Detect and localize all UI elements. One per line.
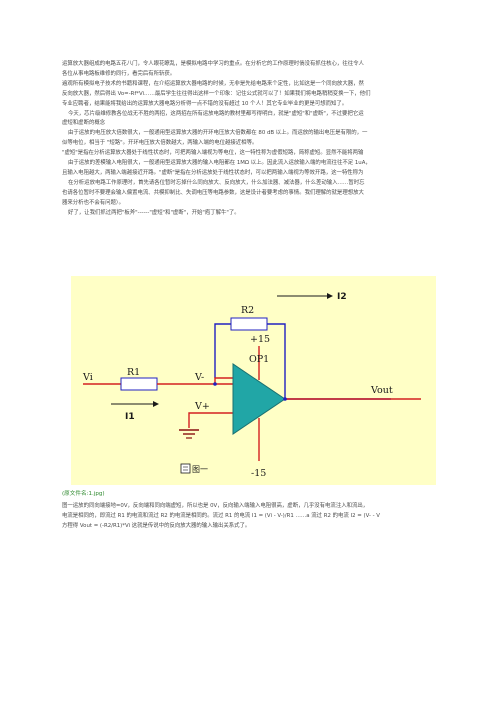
op1-label: OP1 bbox=[249, 354, 269, 365]
i2-arrowhead bbox=[327, 293, 333, 299]
article-line: 今天，芯片级维修教各位战无不胜的两招，这两招在所有运放电路的教材里都写得明白，就… bbox=[68, 110, 364, 117]
article-line: 虚短和虚断的概念 bbox=[62, 120, 106, 127]
analysis-line: 图一运放的同向端接地=0V，反向端和同向端虚短，所以也是 0V，反向输入端输入电… bbox=[62, 503, 369, 509]
vminus-label: V- bbox=[194, 372, 204, 383]
figure-caption: (原文件名:1.jpg) bbox=[62, 491, 105, 497]
article-line: 在分析运放电路工作原理时，首先请各位暂时忘掉什么同向放大、反向放大，什么加法器、… bbox=[68, 179, 365, 186]
minus15-label: -15 bbox=[251, 468, 266, 479]
analysis-line: 电流是相同的，即流过 R1 的电流和流过 R2 的电流是相同的。流过 R1 的电… bbox=[62, 512, 380, 519]
article-line: 好了，让我们抓过两把"板斧"------"虚短"和"虚断"，开始"庖丁解牛"了。 bbox=[68, 209, 240, 216]
article-line: 也请各位暂时不要理会输入偏置电流、共模抑制比、失调电压等电路参数，这是设计者要考… bbox=[62, 189, 364, 196]
article-line: 器来分析也不会有问题）。 bbox=[62, 199, 124, 206]
vout-label: Vout bbox=[370, 385, 393, 396]
figure-marker-box bbox=[180, 463, 191, 474]
article-line: 运算放大器组成的电路五花八门，令人眼花瞭乱，是模拟电路中学习的重点。在分析它的工… bbox=[62, 61, 364, 67]
i2-label: I2 bbox=[337, 292, 347, 302]
i1-arrowhead bbox=[153, 401, 159, 407]
article-line: 似等电位，相当于 "短路"。开环电压放大倍数越大，两输入端的电位越接近相等。 bbox=[62, 140, 258, 147]
article-line: 专业应聘者，结果能将我给出的运算放大器电路分析得一点不错的没有超过 10 个人！… bbox=[62, 100, 348, 107]
article-line: 且输入电阻越大，两输入端越接近开路。"虚断"是指在分析运放处于线性状态时，可以把… bbox=[62, 169, 364, 176]
noninverting-input-wire bbox=[188, 412, 233, 428]
article-line: 遍观所有模拟电子技术的书籍和课程，在介绍运算放大器电路的时候，无非是先给电路来个… bbox=[62, 80, 364, 87]
article-line: 由于运放的差模输入电阻很大，一般通用型运算放大器的输入电阻都在 1MΩ 以上。因… bbox=[68, 160, 371, 167]
r2-label: R2 bbox=[241, 305, 254, 316]
analysis-text: 图一运放的同向端接地=0V，反向端和同向端虚短，所以也是 0V，反向输入端输入电… bbox=[62, 502, 496, 532]
circuit-figure: R2 I2 +15 OP1 Vi R1 V- V+ Vout I1 -15 图一 bbox=[62, 276, 496, 486]
article-line: "虚短"是指在分析运算放大器处于线性状态时，可把两输入端视为等电位，这一特性称为… bbox=[62, 150, 364, 157]
article-text: 运算放大器组成的电路五花八门，令人眼花瞭乱，是模拟电路中学习的重点。在分析它的工… bbox=[62, 60, 496, 219]
opamp-triangle bbox=[232, 363, 286, 435]
analysis-line: 方程得 Vout = (-R2/R1)*Vi 这就是传说中的反向放大器的输入输出… bbox=[62, 522, 251, 529]
i1-label: I1 bbox=[125, 412, 135, 422]
r2-resistor bbox=[230, 317, 268, 331]
r1-label: R1 bbox=[127, 367, 140, 378]
vi-label: Vi bbox=[82, 372, 93, 383]
article-line: 由于运放的电压放大倍数很大，一般通用型运算放大器的开环电压放大倍数都在 80 d… bbox=[68, 130, 368, 137]
article-line: 反向放大器，然后得出 Vo=-Rf*Vi……最后学生往往得出这样一个印象：记住公… bbox=[62, 90, 371, 97]
output-node bbox=[283, 397, 287, 401]
inverting-amplifier-schematic: R2 I2 +15 OP1 Vi R1 V- V+ Vout I1 -15 图一 bbox=[82, 292, 421, 479]
r1-resistor bbox=[120, 377, 158, 391]
plus15-label: +15 bbox=[250, 334, 270, 345]
inverting-node bbox=[213, 382, 217, 386]
vplus-label: V+ bbox=[194, 401, 210, 412]
figure-label: 图一 bbox=[192, 465, 208, 474]
inverting-input-wire bbox=[157, 377, 233, 385]
article-line: 各位从事电路板维修的同行，看完后有所斩获。 bbox=[62, 70, 176, 77]
